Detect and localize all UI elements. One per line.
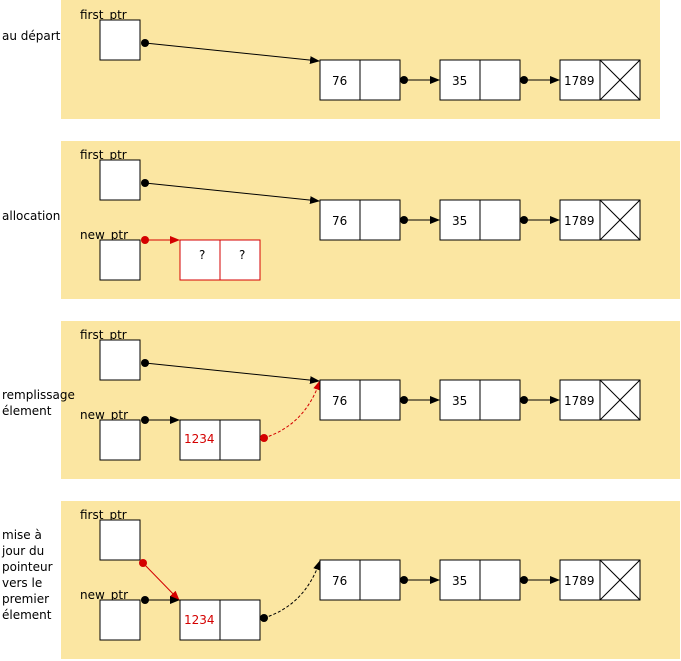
node-76-label: 76 — [332, 74, 347, 88]
node-76-next — [359, 199, 401, 241]
node-76-value — [319, 379, 361, 421]
node-76-next — [359, 559, 401, 601]
node-76-label: 76 — [332, 214, 347, 228]
new-node-value-label: 1234 — [184, 613, 215, 627]
step-1: au départ first_ptr 76 35 1789 — [2, 0, 660, 119]
node-1789-value — [559, 559, 601, 601]
first-ptr-label: first_ptr — [80, 328, 127, 342]
first-ptr-arrow — [144, 182, 320, 205]
node-35-value — [439, 379, 481, 421]
node-35-label: 35 — [452, 394, 467, 408]
node-76-label: 76 — [332, 394, 347, 408]
node-76-value — [319, 559, 361, 601]
node-1789-label: 1789 — [564, 214, 595, 228]
first-ptr-arrow — [142, 562, 180, 601]
new-node-next-arrow — [263, 560, 321, 619]
new-node-next — [219, 599, 261, 641]
new-node-value-label: 1234 — [184, 432, 215, 446]
step-3-side-label-line-1: remplissage — [2, 388, 75, 402]
step-4-side-label-line-3: pointeur — [2, 560, 53, 574]
first-ptr-label: first_ptr — [80, 508, 127, 522]
step-4: mise à jour du pointeur vers le premier … — [1, 501, 680, 659]
new-node-next-arrow — [263, 380, 321, 439]
step-4-side-label-line-1: mise à — [2, 528, 42, 542]
node-35-next — [479, 379, 521, 421]
node-35-label: 35 — [452, 74, 467, 88]
node-1789-label: 1789 — [564, 74, 595, 88]
step-4-side-label-line-5: premier — [2, 592, 49, 606]
step-1-side-label: au départ — [2, 29, 61, 43]
new-ptr-label: new_ptr — [80, 588, 128, 602]
node-76-value — [319, 199, 361, 241]
node-76-value — [319, 59, 361, 101]
node-35-next — [479, 59, 521, 101]
node-1789-value — [559, 379, 601, 421]
new-cell-value — [179, 239, 221, 281]
node-76-next — [359, 379, 401, 421]
step-3-side-label-line-2: élement — [2, 404, 52, 418]
first-ptr-box — [99, 159, 141, 201]
step-4-side-label-line-6: élement — [2, 608, 52, 622]
step-3: remplissage élement first_ptr new_ptr 12… — [2, 321, 680, 479]
null-cross — [599, 379, 641, 421]
node-35-value — [439, 59, 481, 101]
step-4-side-label-line-2: jour du — [1, 544, 44, 558]
node-1789-label: 1789 — [564, 394, 595, 408]
first-ptr-box — [99, 19, 141, 61]
first-ptr-box — [99, 339, 141, 381]
new-node-value — [179, 419, 221, 461]
first-ptr-label: first_ptr — [80, 148, 127, 162]
new-node-value — [179, 599, 221, 641]
node-76-label: 76 — [332, 574, 347, 588]
new-cell-unknown-next: ? — [239, 248, 245, 262]
node-35-next — [479, 559, 521, 601]
new-ptr-box — [99, 599, 141, 641]
new-node-next — [219, 419, 261, 461]
null-cross — [599, 199, 641, 241]
node-35-value — [439, 559, 481, 601]
node-35-next — [479, 199, 521, 241]
new-cell-unknown-value: ? — [199, 248, 205, 262]
node-1789-value — [559, 199, 601, 241]
node-35-value — [439, 199, 481, 241]
step-4-side-label-line-4: vers le — [2, 576, 42, 590]
step-2: allocation first_ptr new_ptr ? ? 76 35 1… — [2, 141, 680, 299]
node-35-label: 35 — [452, 574, 467, 588]
null-cross — [599, 59, 641, 101]
first-ptr-label: first_ptr — [80, 8, 127, 22]
new-ptr-box — [99, 239, 141, 281]
new-ptr-box — [99, 419, 141, 461]
node-35-label: 35 — [452, 214, 467, 228]
first-ptr-arrow — [144, 42, 320, 65]
new-cell-next — [219, 239, 261, 281]
first-ptr-box — [99, 519, 141, 561]
null-cross — [599, 559, 641, 601]
first-ptr-arrow — [144, 362, 320, 385]
node-1789-label: 1789 — [564, 574, 595, 588]
node-76-next — [359, 59, 401, 101]
step-2-side-label: allocation — [2, 209, 60, 223]
new-ptr-label: new_ptr — [80, 408, 128, 422]
new-ptr-label: new_ptr — [80, 228, 128, 242]
